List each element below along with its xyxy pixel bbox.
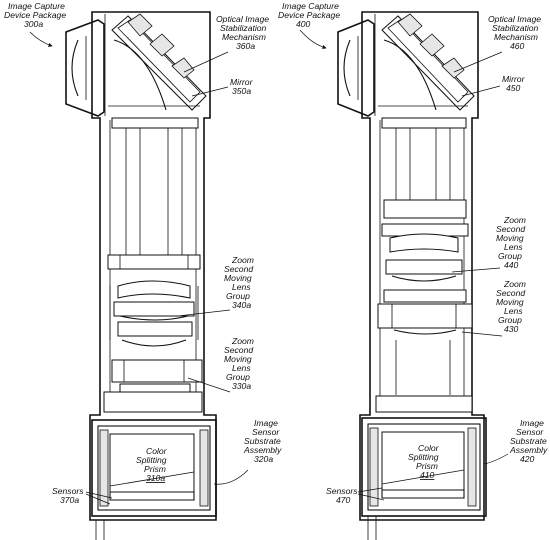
right-package-arrow [299, 29, 327, 50]
left-ois-label: Optical Image Stabilization Mechanism 36… [216, 14, 271, 51]
right-zoom2-label: Zoom Second Moving Lens Group 440 [496, 215, 528, 270]
right-mirror-label: Mirror 450 [502, 74, 527, 93]
left-mirror-label: Mirror 350a [230, 77, 255, 96]
right-ois-leader [453, 51, 503, 73]
left-package-label: Image Capture Device Package 300a [4, 1, 69, 29]
right-zoom-group-440 [381, 199, 469, 303]
right-prism-label: Color Splitting Prism 410 [408, 443, 441, 480]
right-sensors-leader-a [357, 487, 383, 493]
left-mirror-leader [191, 86, 229, 97]
right-zoom1-leader [461, 331, 503, 337]
left-zoom1-leader [187, 377, 231, 393]
left-zoom2-leader [177, 309, 231, 317]
right-sensors-label: Sensors 470 [326, 486, 360, 505]
left-device [65, 11, 217, 540]
right-ois-label: Optical Image Stabilization Mechanism 46… [488, 14, 543, 51]
right-device [337, 11, 487, 540]
left-zoom-group-340a [107, 254, 201, 347]
left-zoom1-label: Zoom Second Moving Lens Group 330a [224, 336, 256, 391]
right-zoom2-leader [451, 267, 501, 273]
left-sensors-label: Sensors 370a [52, 486, 86, 505]
right-zoom1-label: Zoom Second Moving Lens Group 430 [496, 279, 528, 334]
right-mirror-assembly [378, 13, 475, 111]
left-sensors-leader-b [85, 493, 111, 505]
right-sensors-leader-b [357, 493, 385, 501]
left-mirror-assembly [108, 13, 207, 111]
left-prism-label: Color Splitting Prism 310a [136, 446, 169, 483]
left-substrate-leader [213, 469, 249, 485]
left-zoom2-label: Zoom Second Moving Lens Group 340a [224, 255, 256, 310]
right-sensor-assembly [361, 417, 487, 540]
left-substrate-label: Image Sensor Substrate Assembly 320a [243, 418, 284, 464]
right-zoom-group-430 [375, 303, 473, 413]
right-substrate-label: Image Sensor Substrate Assembly 420 [509, 418, 550, 464]
right-package-label: Image Capture Device Package 400 [278, 1, 343, 29]
right-substrate-leader [483, 453, 509, 465]
left-package-arrow [29, 31, 53, 47]
left-sensors-leader-a [85, 491, 113, 499]
left-ois-leader [183, 51, 229, 73]
left-zoom-group-330a [103, 359, 203, 413]
right-mirror-leader [461, 85, 501, 97]
left-sensor-assembly [91, 419, 217, 540]
